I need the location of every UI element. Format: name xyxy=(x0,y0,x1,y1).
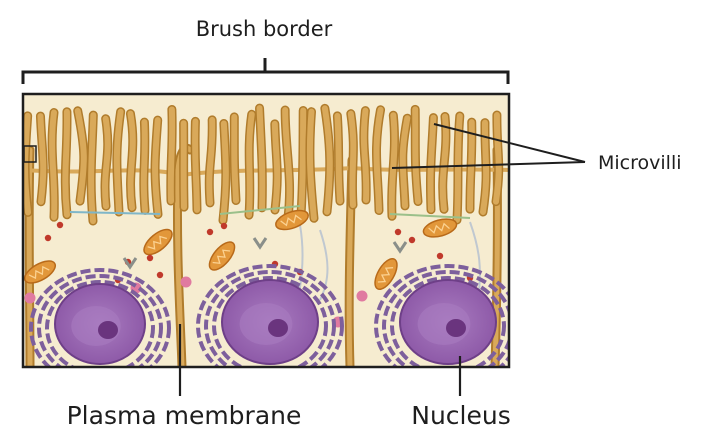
brush-border-bracket xyxy=(23,58,508,84)
microvillus xyxy=(52,113,54,218)
granule xyxy=(437,253,443,259)
microvillus xyxy=(223,123,226,220)
microvillus xyxy=(155,120,158,214)
granule xyxy=(409,237,415,243)
nucleolus xyxy=(98,321,118,339)
microvillus xyxy=(275,124,277,210)
microvillus xyxy=(337,116,340,201)
vesicle xyxy=(25,293,36,304)
granule xyxy=(395,229,401,235)
microvillus xyxy=(105,119,108,206)
microvillus xyxy=(25,116,28,212)
granule xyxy=(57,222,63,228)
microvillus xyxy=(65,112,67,215)
granule xyxy=(207,229,213,235)
microvillus xyxy=(301,110,303,215)
microvillus xyxy=(443,116,446,209)
nucleus-label: Nucleus xyxy=(411,401,511,430)
granule xyxy=(157,272,163,278)
granule xyxy=(221,223,227,229)
microvillus xyxy=(91,115,93,221)
plasma-membrane-label: Plasma membrane xyxy=(67,401,302,430)
vesicle xyxy=(181,277,192,288)
microvillus xyxy=(130,114,132,208)
microvilli-label: Microvilli xyxy=(598,152,682,174)
microvillus xyxy=(209,120,212,203)
microvillus xyxy=(351,114,354,205)
microvillus xyxy=(457,116,460,220)
microvillus xyxy=(496,115,499,202)
granule xyxy=(45,235,51,241)
epithelial-tissue xyxy=(21,94,520,386)
microvillus xyxy=(415,109,418,201)
nucleolus xyxy=(268,319,288,337)
microvillus xyxy=(430,118,433,210)
microvillus xyxy=(40,116,43,202)
microvillus xyxy=(171,109,172,201)
microvillus xyxy=(260,108,263,208)
nucleolus xyxy=(446,319,466,337)
microvillus xyxy=(144,122,145,210)
granule xyxy=(147,255,153,261)
microvillus xyxy=(195,121,197,210)
microvillus xyxy=(234,117,236,201)
brush-border-label: Brush border xyxy=(196,17,333,41)
microvillus xyxy=(392,115,395,216)
microvillus xyxy=(249,114,252,215)
microvillus xyxy=(364,111,366,200)
vesicle xyxy=(357,291,368,302)
